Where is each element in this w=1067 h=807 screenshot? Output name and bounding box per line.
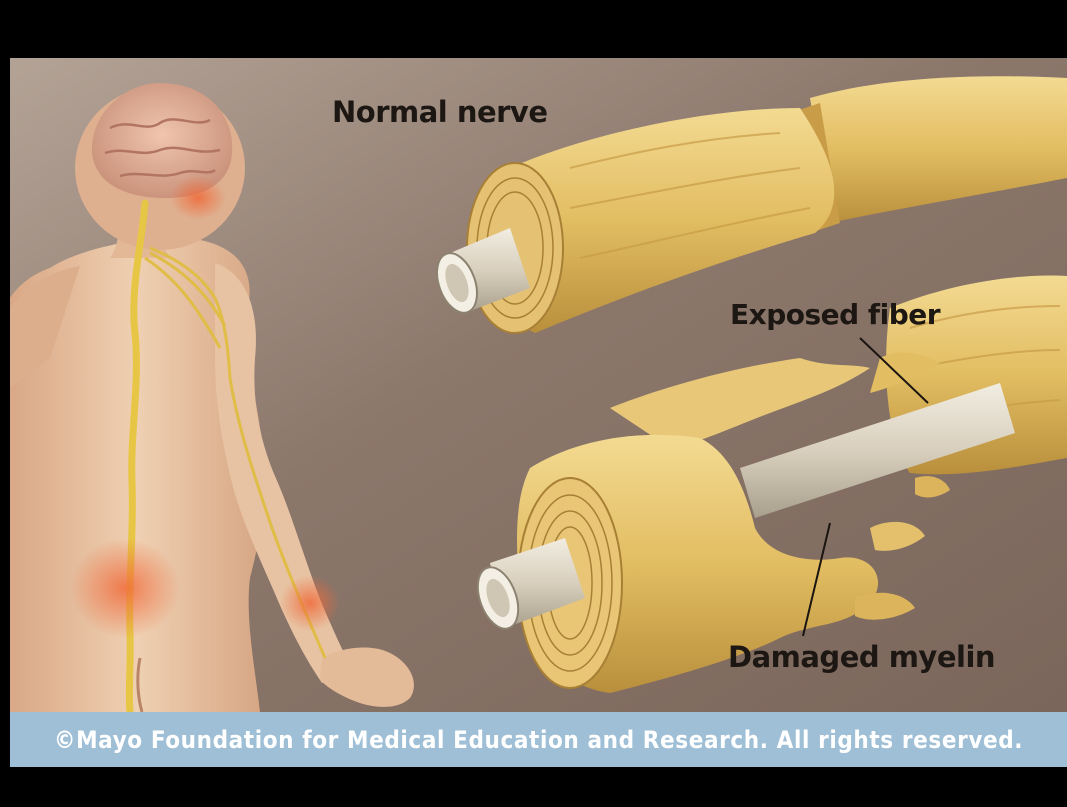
- exposed-fiber-label: Exposed fiber: [730, 298, 940, 331]
- nerve-illustration: [10, 58, 1067, 712]
- copyright-bar: ©Mayo Foundation for Medical Education a…: [10, 712, 1067, 767]
- copyright-text: ©Mayo Foundation for Medical Education a…: [54, 726, 1023, 754]
- lower-back-pain-area: [70, 538, 180, 638]
- wrist-pain-area: [280, 575, 340, 631]
- normal-nerve-label: Normal nerve: [332, 95, 548, 129]
- damaged-myelin-label: Damaged myelin: [728, 640, 995, 674]
